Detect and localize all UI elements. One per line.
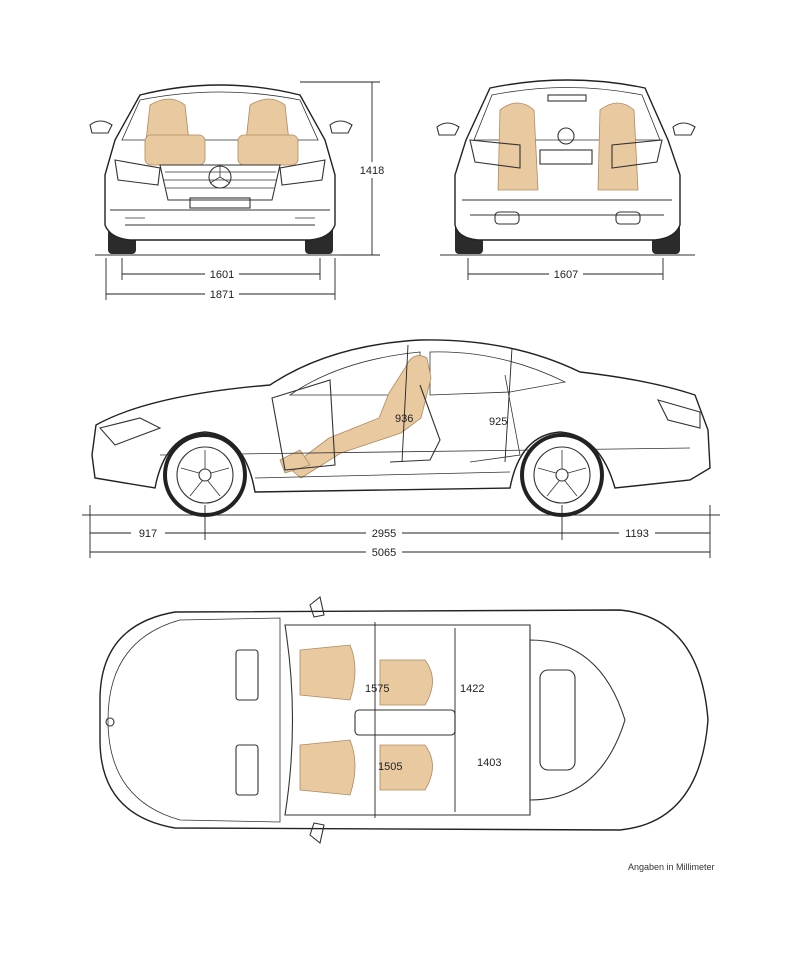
front-track-label: 1601 (210, 269, 234, 281)
top-view: 1575 1422 1505 1403 (99, 596, 709, 844)
side-view: 936 925 917 2955 1193 5065 (82, 339, 720, 559)
front-shoulder-label: 1575 (365, 683, 389, 695)
rear-headroom-label: 925 (489, 416, 507, 428)
wheelbase-label: 2955 (372, 528, 396, 540)
front-width-label: 1871 (210, 289, 234, 301)
front-height-label: 1418 (360, 165, 384, 177)
length-label: 5065 (372, 547, 396, 559)
front-view: 1418 1601 1871 (89, 81, 386, 301)
rear-shoulder-label: 1422 (460, 683, 484, 695)
rear-overhang-label: 1193 (625, 528, 649, 540)
rear-elbow-label: 1403 (477, 757, 501, 769)
rear-view: 1607 (436, 79, 696, 281)
rear-track-label: 1607 (554, 269, 578, 281)
front-headroom-label: 936 (395, 413, 413, 425)
front-overhang-label: 917 (139, 528, 157, 540)
front-elbow-label: 1505 (378, 761, 402, 773)
units-caption: Angaben in Millimeter (628, 862, 715, 872)
